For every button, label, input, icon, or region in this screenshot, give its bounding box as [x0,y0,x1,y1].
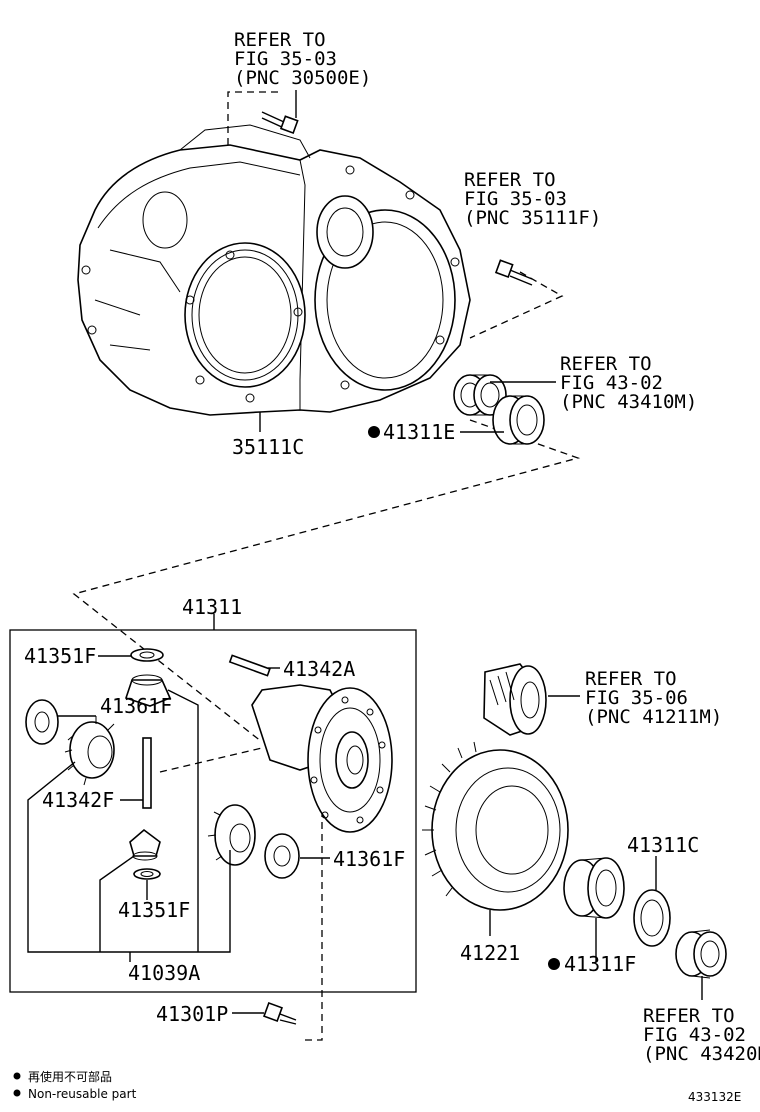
ref-43410M-line1: REFER TO [560,353,652,375]
drive-pinion-41211M [483,663,580,736]
bearing-41311F [563,857,625,962]
non-reusable-dot-icon [368,426,380,438]
ring-gear-41221 [422,741,569,936]
ref-43420H-line3: (PNC 43420H [643,1043,760,1065]
thrust-washer-41351F-top [130,648,164,662]
bolt-right [494,259,533,286]
part-label-41361F-left: 41361F [100,694,172,718]
pinion-shaft-pin-41342A [228,654,271,677]
pinion-shaft-41342F [142,737,152,809]
part-label-41221: 41221 [460,941,520,965]
part-label-41342F: 41342F [42,788,114,812]
part-label-41342A: 41342A [283,657,355,681]
part-label-41351F-top: 41351F [24,644,96,668]
pinion-gear-bottom [129,828,161,861]
bolt-41301P [232,1002,297,1025]
legend-japanese: 再使用不可部品 [28,1069,112,1084]
leader-lines-outside [259,90,556,433]
figure-code: 433132E [688,1090,741,1104]
differential-case [251,684,393,833]
legend-dot-icon [13,1072,21,1080]
part-label-41311C: 41311C [627,833,699,857]
ref-41211M-line2: FIG 35-06 [585,687,688,709]
leader-lines-box [58,655,330,900]
ref-35111F: REFER TO FIG 35-03 (PNC 35111F) [464,169,601,229]
ref-43420H: REFER TO FIG 43-02 (PNC 43420H [643,1005,760,1065]
bearing-race-43420H [675,929,727,1000]
legend-dot-icon [13,1089,21,1097]
thrust-washer-41351F-bottom [133,868,161,880]
ref-43420H-line2: FIG 43-02 [643,1024,746,1046]
part-label-41311E: 41311E [383,420,455,444]
ref-43420H-line1: REFER TO [643,1005,735,1027]
pinion-gear-top [124,674,172,707]
part-label-35111C: 35111C [232,435,304,459]
ref-35111F-line1: REFER TO [464,169,556,191]
non-reusable-dot-icon [548,958,560,970]
ref-30500E-line1: REFER TO [234,29,326,51]
ref-30500E-line2: FIG 35-03 [234,48,337,70]
ref-41211M-line1: REFER TO [585,668,677,690]
ref-43410M: REFER TO FIG 43-02 (PNC 43410M) [560,353,697,413]
shim-41311C [633,856,671,947]
ref-35111F-line3: (PNC 35111F) [464,207,601,229]
ref-41211M: REFER TO FIG 35-06 (PNC 41211M) [585,668,722,728]
differential-assembly-box [9,629,417,993]
ref-43410M-line2: FIG 43-02 [560,372,663,394]
ref-41211M-line3: (PNC 41211M) [585,706,722,728]
kit-bracket-41039A [27,689,231,962]
part-label-41311F: 41311F [564,952,636,976]
side-gear-right [207,804,256,866]
legend: 再使用不可部品 Non-reusable part [13,1069,137,1101]
side-gear-left [64,716,115,786]
transaxle-housing [77,124,471,416]
part-label-41351F-bottom: 41351F [118,898,190,922]
part-label-41361F-right: 41361F [333,847,405,871]
thrust-washer-41361F-left [25,699,59,745]
legend-english: Non-reusable part [28,1087,137,1101]
ref-30500E: REFER TO FIG 35-03 (PNC 30500E) [234,29,371,89]
part-label-41311: 41311 [182,595,242,619]
bolt-top [261,111,299,134]
thrust-washer-41361F-right [264,833,300,879]
part-label-41301P: 41301P [156,1002,228,1026]
ref-35111F-line2: FIG 35-03 [464,188,567,210]
ref-43410M-line3: (PNC 43410M) [560,391,697,413]
bearing-41311E [492,395,545,445]
ref-30500E-line3: (PNC 30500E) [234,67,371,89]
part-label-41039A: 41039A [128,961,200,985]
